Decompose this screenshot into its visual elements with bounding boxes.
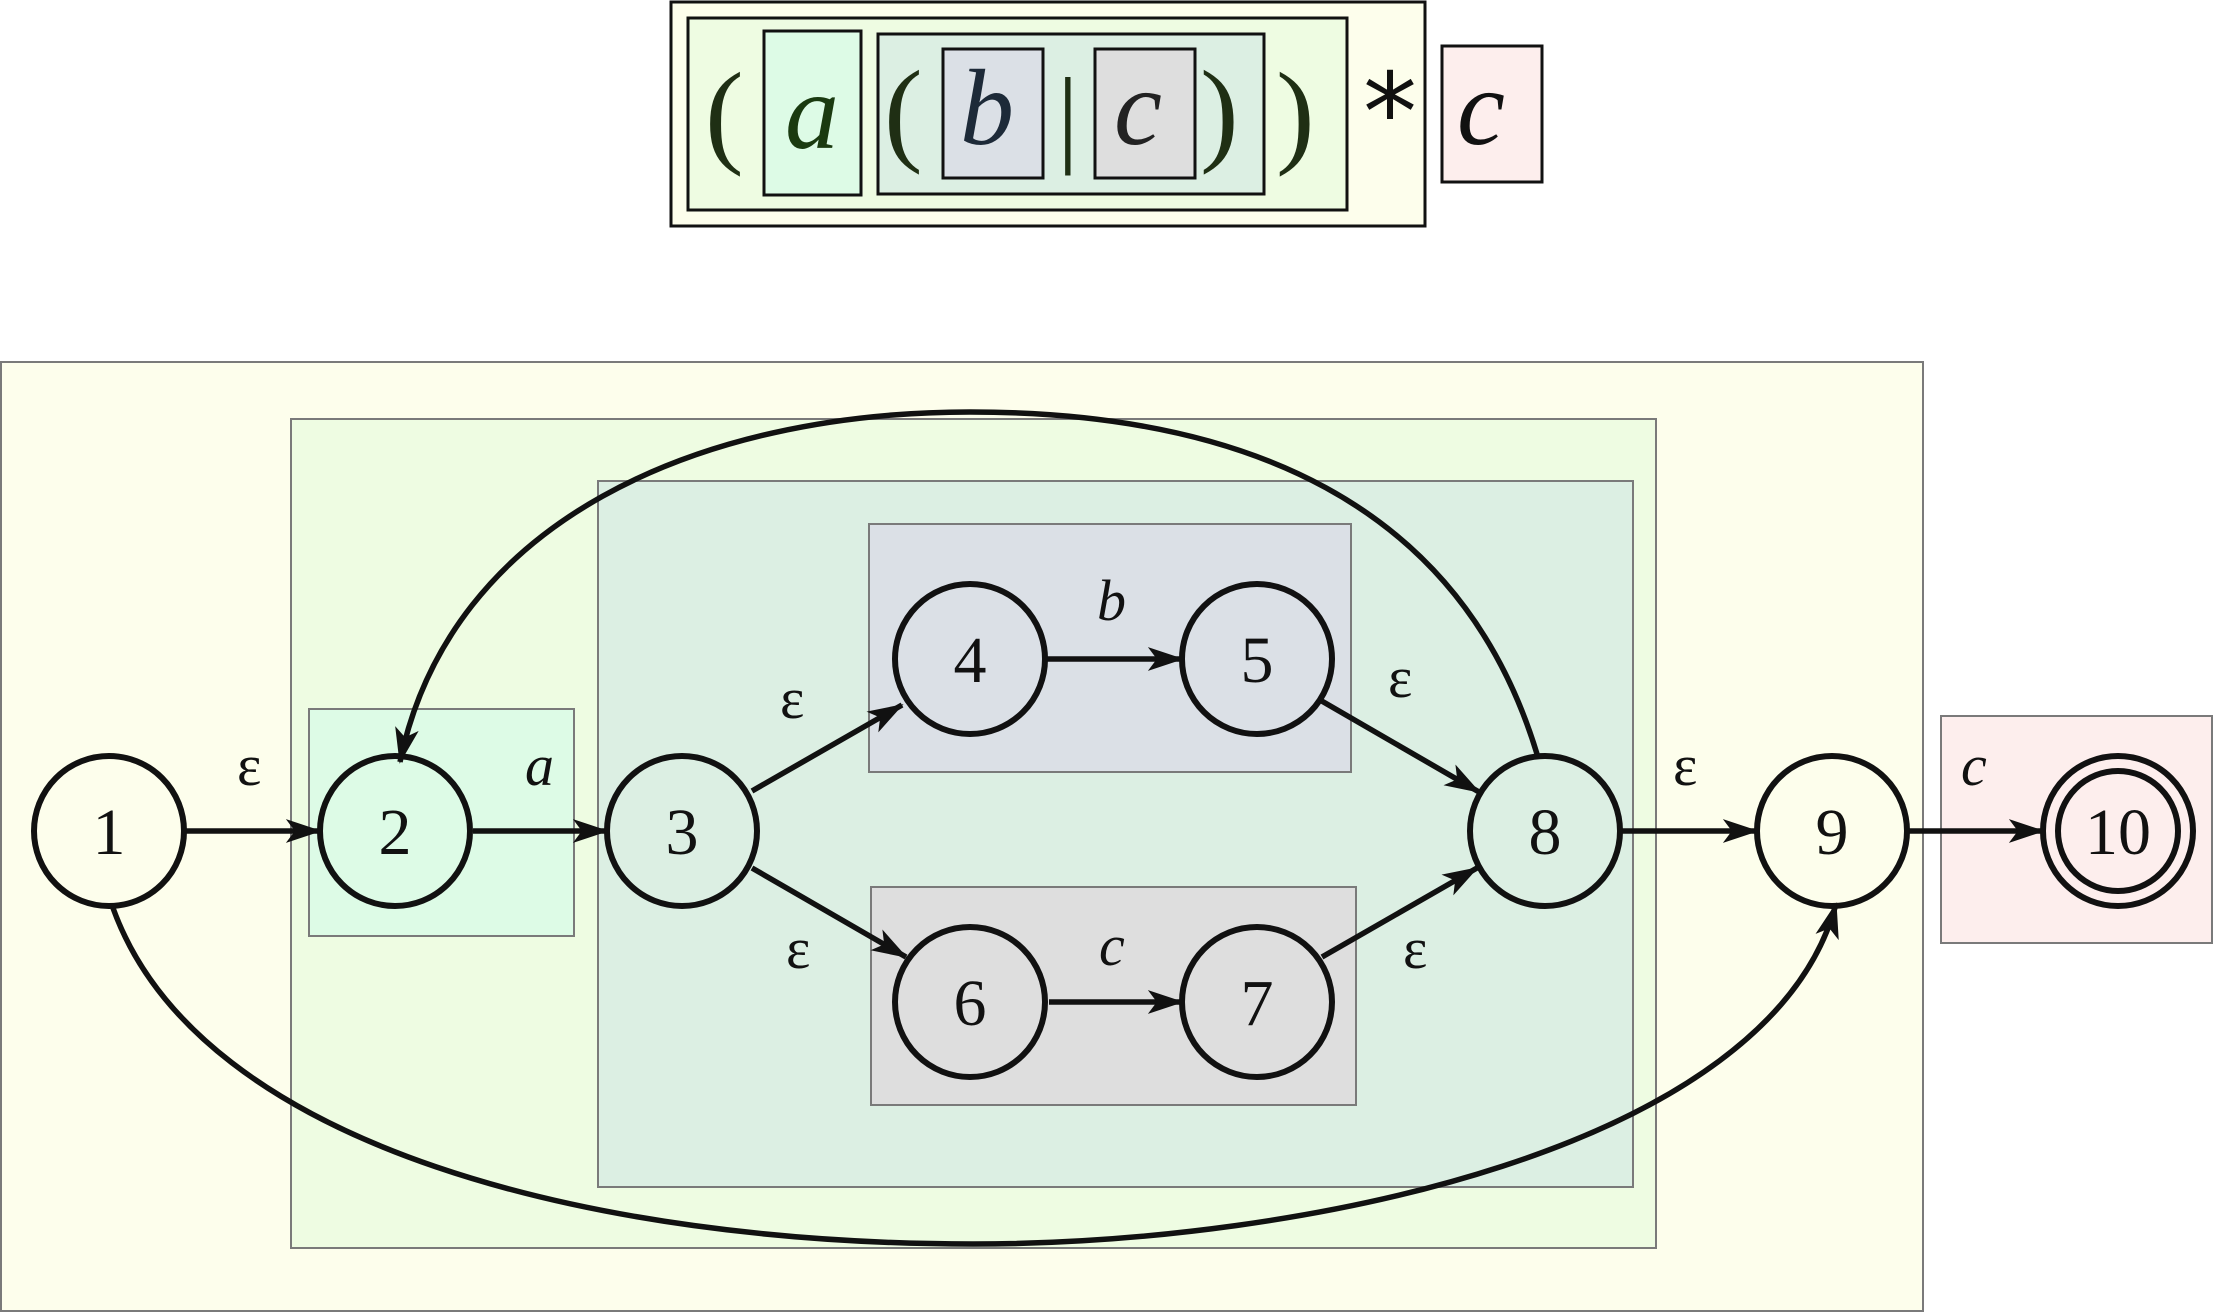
state-9-label: 9 — [1816, 796, 1849, 869]
label-edge-4-5: b — [1097, 568, 1126, 633]
c-group-box — [870, 886, 1357, 1106]
edge-1-9-bypass — [110, 902, 1839, 1247]
nfa-group-boxes — [0, 361, 2213, 1312]
regex-final-c-box — [1440, 44, 1544, 184]
regex-symbol-a: a — [785, 53, 839, 172]
label-edge-5-8: ε — [1388, 645, 1412, 710]
state-10-accepting: 10 — [2040, 753, 2196, 909]
a-group-box — [308, 708, 575, 937]
state-3: 3 — [604, 753, 760, 909]
edge-7-8 — [1320, 865, 1479, 960]
edge-5-8 — [1318, 697, 1481, 795]
state-5-label: 5 — [1241, 624, 1274, 697]
regex-c-box — [1093, 47, 1197, 180]
regex-kleene-star: * — [1363, 51, 1417, 176]
regex-symbol-c: c — [1114, 49, 1162, 168]
regex-a-box — [762, 29, 863, 197]
label-edge-1-2: ε — [237, 733, 261, 798]
label-edge-6-7: c — [1099, 913, 1125, 978]
transition-labels: ε a ε ε b c ε ε ε c — [237, 568, 1987, 981]
regex-close-paren-inner: ) — [1200, 48, 1239, 176]
regex-b-box — [941, 47, 1045, 180]
regex-open-paren-inner: ( — [884, 48, 923, 176]
states: 1 2 3 4 5 6 7 8 — [31, 581, 2196, 1080]
state-1-label: 1 — [93, 796, 126, 869]
edge-8-2-loop — [395, 409, 1540, 764]
label-edge-8-9: ε — [1673, 733, 1697, 798]
state-4: 4 — [892, 581, 1048, 737]
state-4-label: 4 — [954, 624, 987, 697]
regex-symbol-b: b — [960, 49, 1014, 168]
regex-close-paren-outer: ) — [1276, 50, 1315, 178]
state-10-label: 10 — [2085, 796, 2151, 869]
state-7: 7 — [1179, 924, 1335, 1080]
label-edge-2-3: a — [525, 733, 554, 798]
state-1: 1 — [31, 753, 187, 909]
label-edge-9-10: c — [1961, 733, 1987, 798]
regex-symbol-final-c: c — [1457, 49, 1505, 168]
regex-open-paren-outer: ( — [705, 50, 744, 178]
state-6-label: 6 — [954, 967, 987, 1040]
regex-alternation-bar: | — [1057, 57, 1079, 176]
b-group-box — [868, 523, 1352, 773]
state-5: 5 — [1179, 581, 1335, 737]
state-3-label: 3 — [666, 796, 699, 869]
transitions — [110, 409, 2045, 1247]
state-2-label: 2 — [379, 796, 412, 869]
regex-expression: ( a ( b | c ) ) * c — [669, 0, 1544, 228]
label-edge-3-6: ε — [786, 916, 810, 981]
label-edge-7-8: ε — [1403, 916, 1427, 981]
state-6: 6 — [892, 924, 1048, 1080]
state-8-label: 8 — [1529, 796, 1562, 869]
state-8: 8 — [1467, 753, 1623, 909]
state-9: 9 — [1754, 753, 1910, 909]
state-7-label: 7 — [1241, 967, 1274, 1040]
label-edge-3-4: ε — [780, 666, 804, 731]
edge-3-6 — [750, 865, 908, 960]
edge-3-4 — [750, 702, 904, 794]
state-2: 2 — [317, 753, 473, 909]
